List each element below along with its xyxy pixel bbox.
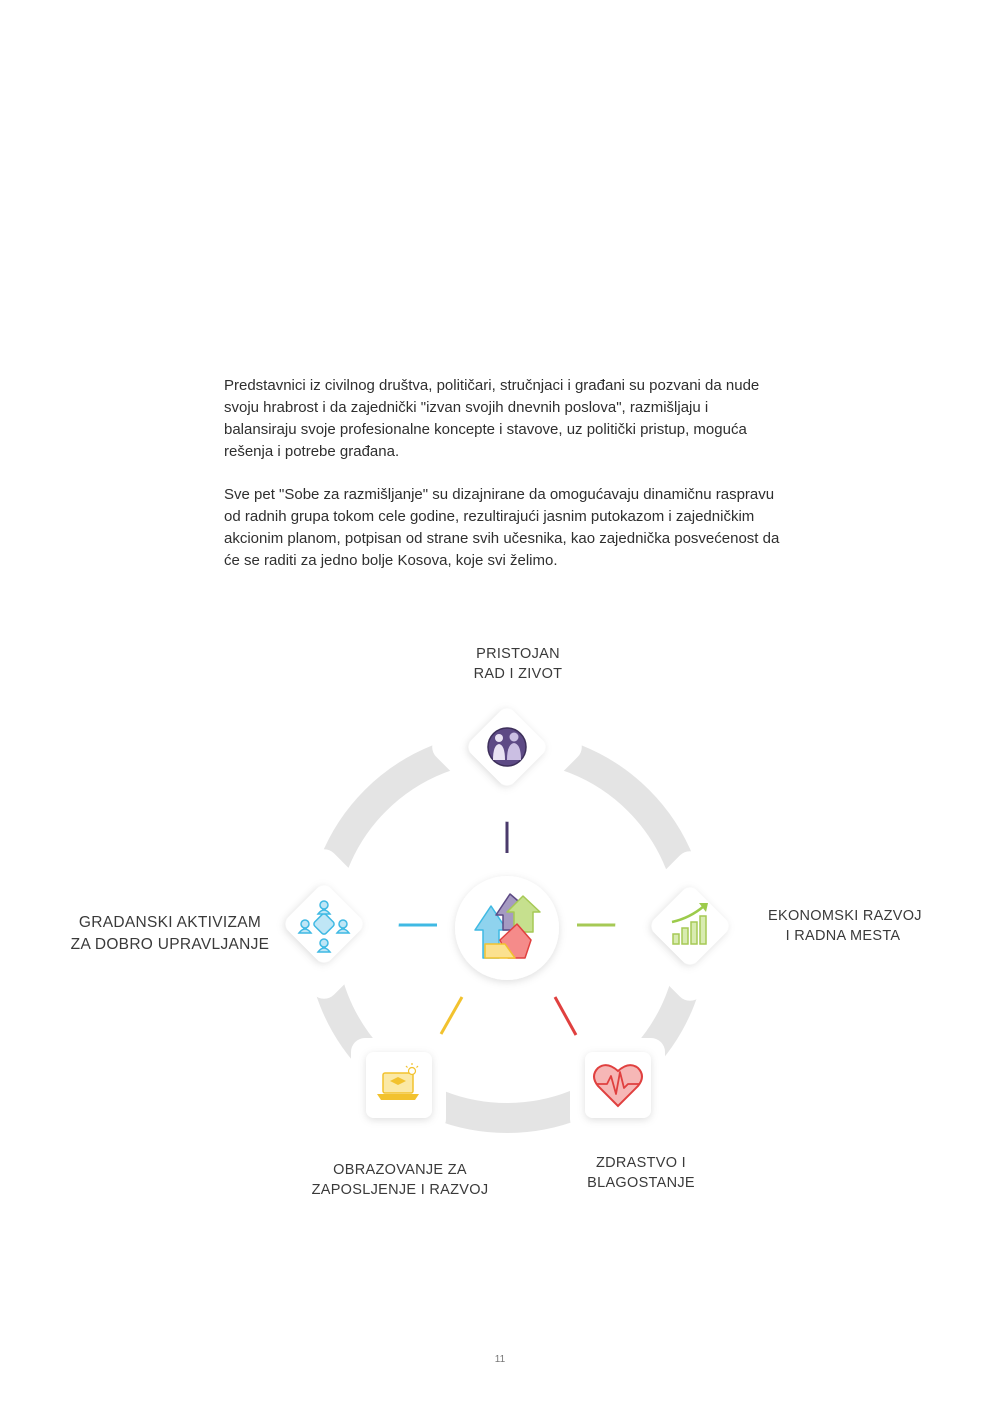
house-arrows-icon [474, 893, 541, 959]
label-left: GRADANSKI AKTIVIZAM ZA DOBRO UPRAVLJANJE [70, 912, 270, 956]
label-line: EKONOMSKI RAZVOJ [768, 908, 922, 924]
node-right [615, 851, 765, 1001]
label-right: EKONOMSKI RAZVOJ I RADNA MESTA [768, 906, 922, 946]
intro-paragraph-1: Predstavnici iz civilnog društva, politi… [224, 375, 784, 463]
node-left [249, 849, 399, 999]
page-number: 11 [494, 1354, 506, 1365]
label-line: GRADANSKI AKTIVIZAM [78, 914, 262, 931]
label-line: RAD I ZIVOT [473, 666, 563, 682]
label-line: PRISTOJAN [476, 646, 560, 662]
label-line: ZAPOSLJENJE I RAZVOJ [311, 1182, 489, 1198]
node-bottom-right [570, 1038, 665, 1133]
label-line: OBRAZOVANJE ZA [333, 1162, 467, 1178]
connector-bottom-right [553, 996, 578, 1036]
growth-chart-icon [671, 903, 708, 945]
intro-paragraph-2: Sve pet "Sobe za razmišljanje" su dizajn… [224, 484, 784, 572]
label-line: ZA DOBRO UPRAVLJANJE [70, 936, 270, 953]
node-top [432, 672, 582, 822]
label-bottom-left: OBRAZOVANJE ZA ZAPOSLJENJE I RAZVOJ [300, 1160, 500, 1200]
heart-pulse-icon [593, 1064, 643, 1108]
center-hub [455, 876, 559, 980]
connector-bottom-left [439, 996, 464, 1035]
label-line: ZDRASTVO I [595, 1155, 686, 1171]
label-line: I RADNA MESTA [785, 928, 901, 944]
node-bottom-left [351, 1038, 446, 1133]
paragraph-text: Sve pet "Sobe za razmišljanje" su dizajn… [224, 486, 780, 569]
family-circle-icon [487, 727, 527, 767]
paragraph-text: Predstavnici iz civilnog društva, politi… [224, 377, 760, 460]
label-top: PRISTOJAN RAD I ZIVOT [428, 644, 608, 684]
laptop-education-icon [377, 1063, 419, 1100]
label-line: BLAGOSTANJE [587, 1175, 695, 1191]
label-bottom-right: ZDRASTVO I BLAGOSTANJE [566, 1153, 716, 1193]
people-network-icon [297, 900, 351, 953]
